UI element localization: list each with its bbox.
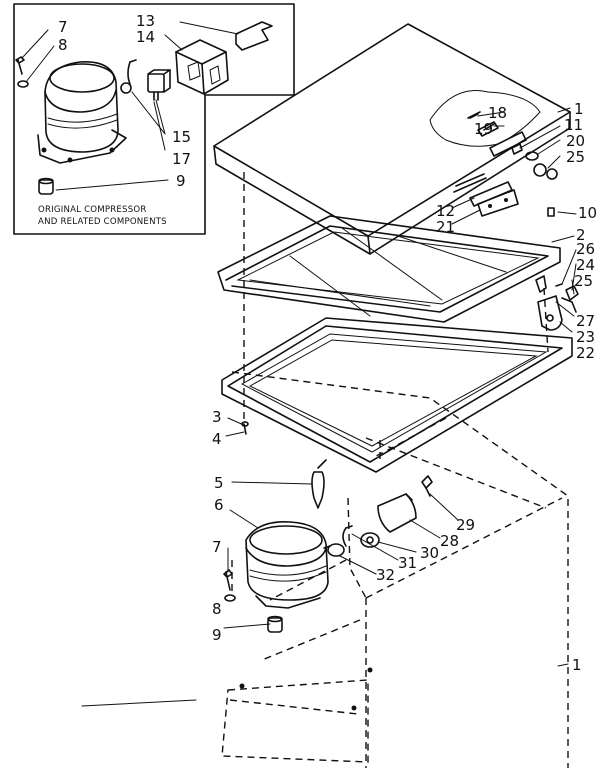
inset-border — [13, 3, 295, 235]
callout-5: 5 — [214, 474, 224, 492]
leader-7 — [21, 29, 49, 59]
callout-4: 4 — [212, 430, 222, 448]
callout-26: 26 — [576, 240, 595, 258]
inset-callout-8: 8 — [58, 36, 68, 54]
callout-2: 2 — [576, 226, 586, 244]
grommet-part-9 — [267, 615, 283, 633]
callout-21: 21 — [436, 218, 455, 236]
callout-25: 25 — [566, 148, 585, 166]
inset-grommet-part-9 — [38, 177, 54, 195]
inset-cover-part-14 — [175, 39, 229, 95]
inset-callout-15: 15 — [172, 128, 191, 146]
callout-1: 1 — [574, 100, 584, 118]
cover-part-28 — [377, 493, 417, 533]
callout-11: 11 — [564, 116, 583, 134]
relay-part-30 — [360, 532, 380, 548]
part-10 — [547, 207, 555, 217]
inset-wire-part-17 — [120, 59, 137, 94]
leader-lines — [223, 107, 577, 667]
lid-part-1 — [213, 23, 571, 255]
plate-part-21 — [477, 189, 519, 217]
callout-8: 8 — [212, 600, 222, 618]
part-26 — [555, 283, 563, 287]
leader-13 — [179, 21, 239, 35]
overload-part-32 — [323, 543, 345, 557]
hinge-hardware-group — [467, 111, 579, 331]
inset-callout-9: 9 — [176, 172, 186, 190]
inset-screw-part-7 — [15, 56, 25, 75]
callout-31: 31 — [398, 554, 417, 572]
callout-22: 22 — [576, 344, 595, 362]
callout-9: 9 — [212, 626, 222, 644]
inset-compressor — [37, 61, 127, 164]
leader-8 — [25, 45, 55, 83]
cabinet-outline — [81, 371, 569, 768]
callout-32: 32 — [376, 566, 395, 584]
callout-12: 12 — [436, 202, 455, 220]
bracket-part-19 — [477, 121, 499, 137]
leader-15a — [155, 99, 166, 135]
wire-part-31 — [342, 525, 353, 547]
inset-clip-part-13 — [235, 21, 273, 51]
clip-part-29 — [421, 475, 433, 497]
callout-23: 23 — [576, 328, 595, 346]
callout-19: 19 — [474, 120, 493, 138]
bushing-part-20 — [525, 151, 539, 161]
callout-28: 28 — [440, 532, 459, 550]
callout-7: 7 — [212, 538, 222, 556]
callout-27: 27 — [576, 312, 595, 330]
screw-part-7 — [223, 569, 233, 591]
inset-original-compressor: 13 14 7 8 15 17 9 ORIGINAL COMPRESSOR AN… — [13, 3, 295, 235]
callout-6: 6 — [214, 496, 224, 514]
inset-caption-line2: AND RELATED COMPONENTS — [38, 217, 167, 227]
inset-callout-13: 13 — [136, 12, 155, 30]
part-27 — [561, 297, 577, 313]
part-24 — [565, 285, 579, 301]
part-11 — [511, 143, 523, 155]
callout-30: 30 — [420, 544, 439, 562]
inset-washer-part-8 — [17, 80, 29, 88]
liner-part-2 — [217, 215, 561, 323]
callout-1-cabinet: 1 — [572, 656, 582, 674]
leader-9 — [55, 179, 169, 191]
callout-24: 24 — [576, 256, 595, 274]
callout-20: 20 — [566, 132, 585, 150]
bulb-part-5 — [311, 459, 327, 509]
washer-part-8 — [224, 594, 236, 602]
leader-15b — [153, 101, 166, 151]
callout-25b: 25 — [574, 272, 593, 290]
leader-14 — [164, 34, 183, 51]
callout-10: 10 — [578, 204, 597, 222]
callout-3: 3 — [212, 408, 222, 426]
nut-part-25 — [533, 163, 547, 177]
screw-part-18 — [467, 111, 481, 119]
hinge-part-23 — [535, 275, 547, 293]
gasket-part-3 — [221, 317, 573, 473]
inset-caption-line1: ORIGINAL COMPRESSOR — [38, 205, 147, 215]
inset-callout-14: 14 — [136, 28, 155, 46]
inset-relay-part-15 — [147, 69, 171, 101]
inset-callout-7: 7 — [58, 18, 68, 36]
inset-callout-17: 17 — [172, 150, 191, 168]
guide-line-right — [543, 287, 549, 353]
callout-29: 29 — [456, 516, 475, 534]
callout-labels: 1 18 19 11 20 25 12 21 10 2 26 24 25 27 … — [212, 100, 597, 674]
callout-18: 18 — [488, 104, 507, 122]
compressor-part-6 — [245, 521, 329, 609]
hinge-part-22 — [537, 295, 563, 331]
